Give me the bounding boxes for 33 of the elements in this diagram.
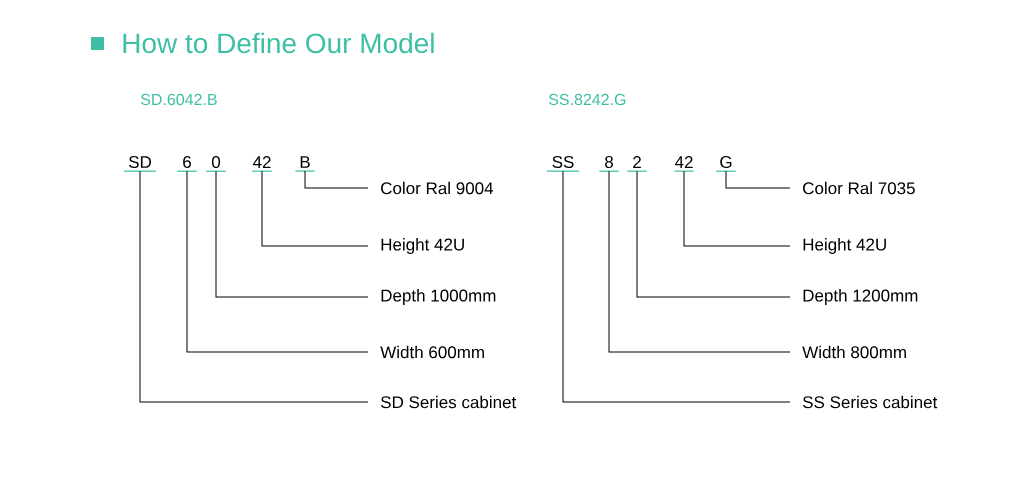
code-segment: 2 bbox=[626, 156, 648, 172]
leader-line bbox=[608, 170, 791, 353]
code-segment: G bbox=[715, 156, 737, 172]
leader-line bbox=[261, 170, 369, 247]
description: Width 800mm bbox=[802, 345, 906, 359]
leader-line bbox=[215, 170, 369, 298]
leader-line bbox=[683, 170, 791, 247]
leader-line bbox=[186, 170, 369, 353]
leader-line bbox=[725, 170, 791, 189]
description: Color Ral 7035 bbox=[803, 181, 915, 195]
description: Color Ral 9004 bbox=[381, 181, 494, 195]
description: Height 42U bbox=[803, 238, 886, 254]
code-segment: SS bbox=[546, 156, 580, 172]
description: Depth 1200mm bbox=[803, 289, 918, 305]
leader-line bbox=[562, 170, 791, 403]
code-segment: 6 bbox=[176, 156, 198, 172]
code-segment: 0 bbox=[205, 156, 227, 172]
leader-line bbox=[636, 170, 791, 298]
code-segment: B bbox=[294, 156, 316, 172]
leader-line bbox=[304, 170, 369, 189]
leader-line bbox=[139, 170, 369, 403]
description: Depth 1000mm bbox=[381, 289, 496, 305]
description: SD Series cabinet bbox=[381, 395, 517, 409]
description: Height 42U bbox=[381, 238, 464, 254]
code-segment: SD bbox=[123, 156, 157, 172]
model-code: SD.6042.B bbox=[140, 93, 217, 106]
title: How to Define Our Model bbox=[123, 32, 434, 54]
code-segment: 42 bbox=[673, 156, 695, 172]
model-code: SS.8242.G bbox=[548, 93, 626, 106]
code-segment: 42 bbox=[251, 156, 273, 172]
description: SS Series cabinet bbox=[803, 395, 938, 409]
code-segment: 8 bbox=[598, 156, 620, 172]
description: Width 600mm bbox=[380, 345, 484, 359]
